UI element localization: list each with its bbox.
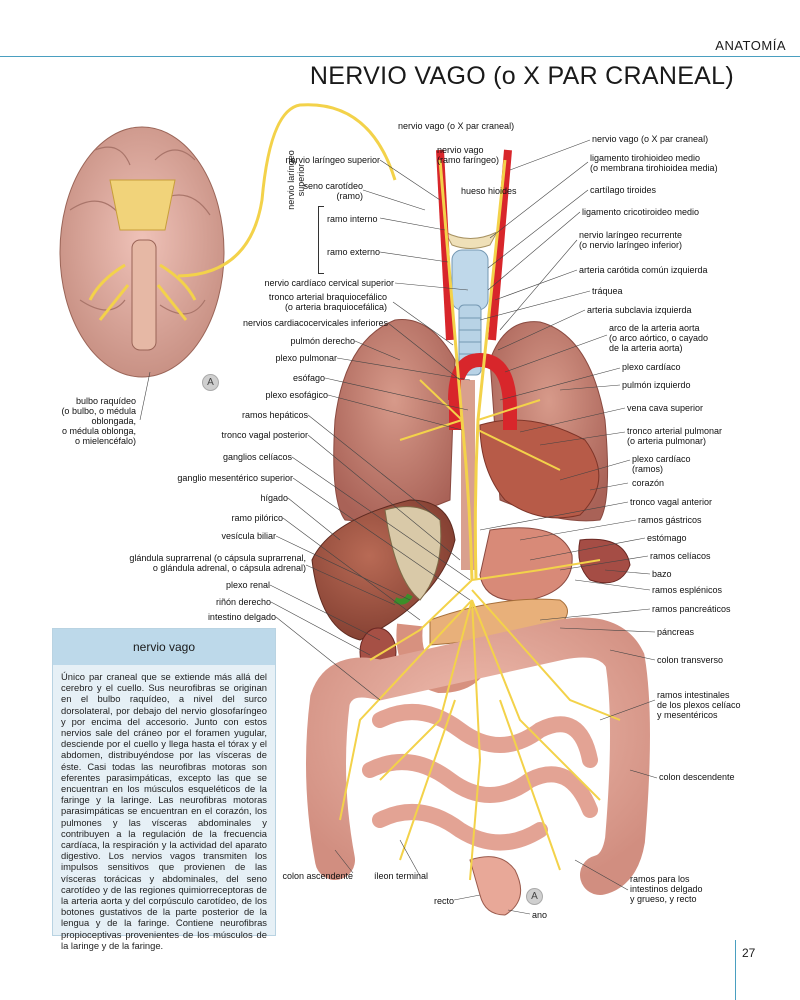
page-number: 27 bbox=[742, 946, 756, 960]
vagus-nerve-loop bbox=[177, 103, 397, 278]
label-corazon: corazón bbox=[632, 478, 665, 488]
label-tronco-vagal-post: tronco vagal posterior bbox=[221, 430, 308, 440]
info-box-title: nervio vago bbox=[53, 629, 275, 665]
callout-letter: A bbox=[526, 888, 543, 905]
rectum bbox=[469, 856, 522, 916]
small-intestine bbox=[362, 704, 598, 851]
header-rule bbox=[0, 56, 800, 57]
label-arco-aorta: arco de la arteria aorta (o arco aórtico… bbox=[609, 323, 709, 353]
label-ano: ano bbox=[532, 910, 548, 920]
label-intestino-delgado: intestino delgado bbox=[207, 612, 276, 622]
label-higado: hígado bbox=[260, 493, 288, 503]
label-plexo-cardiaco: plexo cardíaco bbox=[622, 362, 681, 372]
label-cardiacocervicales: nervios cardiacocervicales inferiores bbox=[242, 318, 388, 328]
callout-letter: A bbox=[202, 374, 219, 391]
label-ramos-hepaticos: ramos hepáticos bbox=[241, 410, 308, 420]
label-ramos-intestinales: ramos intestinales de los plexos celíaco… bbox=[657, 690, 741, 720]
label-traquea: tráquea bbox=[592, 286, 623, 296]
label-ganglios-celiacos: ganglios celíacos bbox=[222, 452, 292, 462]
label-subclavia: arteria subclavia izquierda bbox=[587, 305, 692, 315]
label-vago-craneal-left: nervio vago (o X par craneal) bbox=[398, 121, 515, 131]
label-tiroides: cartílago tiroides bbox=[590, 185, 657, 195]
group-bracket bbox=[318, 206, 324, 274]
vagus-trunk bbox=[438, 159, 507, 581]
label-bulbo: bulbo raquídeo (o bulbo, o médula oblong… bbox=[61, 396, 136, 446]
label-ramo-interno: ramo interno bbox=[327, 214, 378, 224]
label-colon-transverso: colon transverso bbox=[657, 655, 724, 665]
label-ganglio-mesenterico: ganglio mesentérico superior bbox=[177, 473, 293, 483]
label-ramos-esplenicos: ramos esplénicos bbox=[652, 585, 723, 595]
label-pulmon-derecho: pulmón derecho bbox=[290, 336, 355, 346]
label-plexo-pulmonar: plexo pulmonar bbox=[275, 353, 337, 363]
label-recto: recto bbox=[433, 896, 454, 906]
label-laringeo-sup: nervio laríngeo superior bbox=[285, 155, 380, 165]
label-ramos-intestinos: ramos para los intestinos delgado y grue… bbox=[630, 874, 703, 904]
label-ramos-gastricos: ramos gástricos bbox=[638, 515, 702, 525]
label-tirohioideo: ligamento tirohioideo medio (o membrana … bbox=[590, 153, 718, 173]
brain-drawing bbox=[59, 126, 225, 378]
label-hueso-hioides: hueso hioides bbox=[461, 186, 517, 196]
label-bazo: bazo bbox=[652, 569, 672, 579]
label-colon-ascendente: colon ascendente bbox=[282, 871, 353, 881]
label-tronco-pulmonar: tronco arterial pulmonar (o arteria pulm… bbox=[627, 426, 723, 446]
label-ramos-pancreaticos: ramos pancreáticos bbox=[652, 604, 731, 614]
label-vena-cava: vena cava superior bbox=[627, 403, 704, 413]
leader-lines bbox=[139, 139, 658, 915]
label-vago-craneal-right: nervio vago (o X par craneal) bbox=[592, 134, 709, 144]
label-ramo-externo: ramo externo bbox=[327, 247, 381, 257]
label-plexo-esofagico: plexo esofágico bbox=[265, 390, 328, 400]
larynx bbox=[451, 249, 489, 311]
label-vesicula: vesícula biliar bbox=[221, 531, 276, 541]
label-pulmon-izquierdo: pulmón izquierdo bbox=[622, 380, 691, 390]
right-lung bbox=[333, 319, 456, 522]
label-recurrente: nervio laríngeo recurrente (o nervio lar… bbox=[579, 230, 683, 250]
abdominal-nerve-branches bbox=[339, 379, 621, 881]
label-ramo-pilorico: ramo pilórico bbox=[231, 513, 283, 523]
label-suprarrenal: glándula suprarrenal (o cápsula suprarre… bbox=[129, 553, 306, 573]
page-title: NERVIO VAGO (o X PAR CRANEAL) bbox=[309, 62, 734, 90]
label-vago-faringeo: nervio vago (ramo faríngeo) bbox=[437, 145, 500, 165]
label-plexo-renal: plexo renal bbox=[225, 580, 270, 590]
label-rinon-derecho: riñón derecho bbox=[215, 597, 271, 607]
label-estomago: estómago bbox=[647, 533, 687, 543]
info-box: nervio vago Único par craneal que se ext… bbox=[52, 628, 276, 951]
hyoid bbox=[443, 230, 499, 249]
label-ileon: íleon terminal bbox=[373, 871, 428, 881]
label-cardiaco-cervical: nervio cardíaco cervical superior bbox=[264, 278, 394, 288]
label-esofago: esófago bbox=[292, 373, 325, 383]
carotid-left bbox=[488, 149, 512, 341]
info-box-body: Único par craneal que se extiende más al… bbox=[61, 671, 267, 951]
colon bbox=[306, 617, 650, 895]
stomach bbox=[479, 527, 573, 602]
page-number-rule bbox=[735, 940, 736, 1000]
section-title: ANATOMÍA bbox=[715, 38, 786, 53]
label-tronco-vagal-ant: tronco vagal anterior bbox=[630, 497, 713, 507]
label-ramos-celiacos: ramos celíacos bbox=[650, 551, 711, 561]
label-pancreas: páncreas bbox=[657, 627, 695, 637]
label-carotida: arteria carótida común izquierda bbox=[579, 265, 708, 275]
label-seno: seno carotídeo (ramo) bbox=[303, 181, 363, 201]
label-colon-descendente: colon descendente bbox=[659, 772, 735, 782]
label-tronco-braquio: tronco arterial braquiocefálico (o arter… bbox=[268, 292, 387, 312]
label-plexo-cardiaco-ramos: plexo cardíaco (ramos) bbox=[632, 454, 691, 474]
label-cricotiroideo: ligamento cricotiroideo medio bbox=[582, 207, 700, 217]
